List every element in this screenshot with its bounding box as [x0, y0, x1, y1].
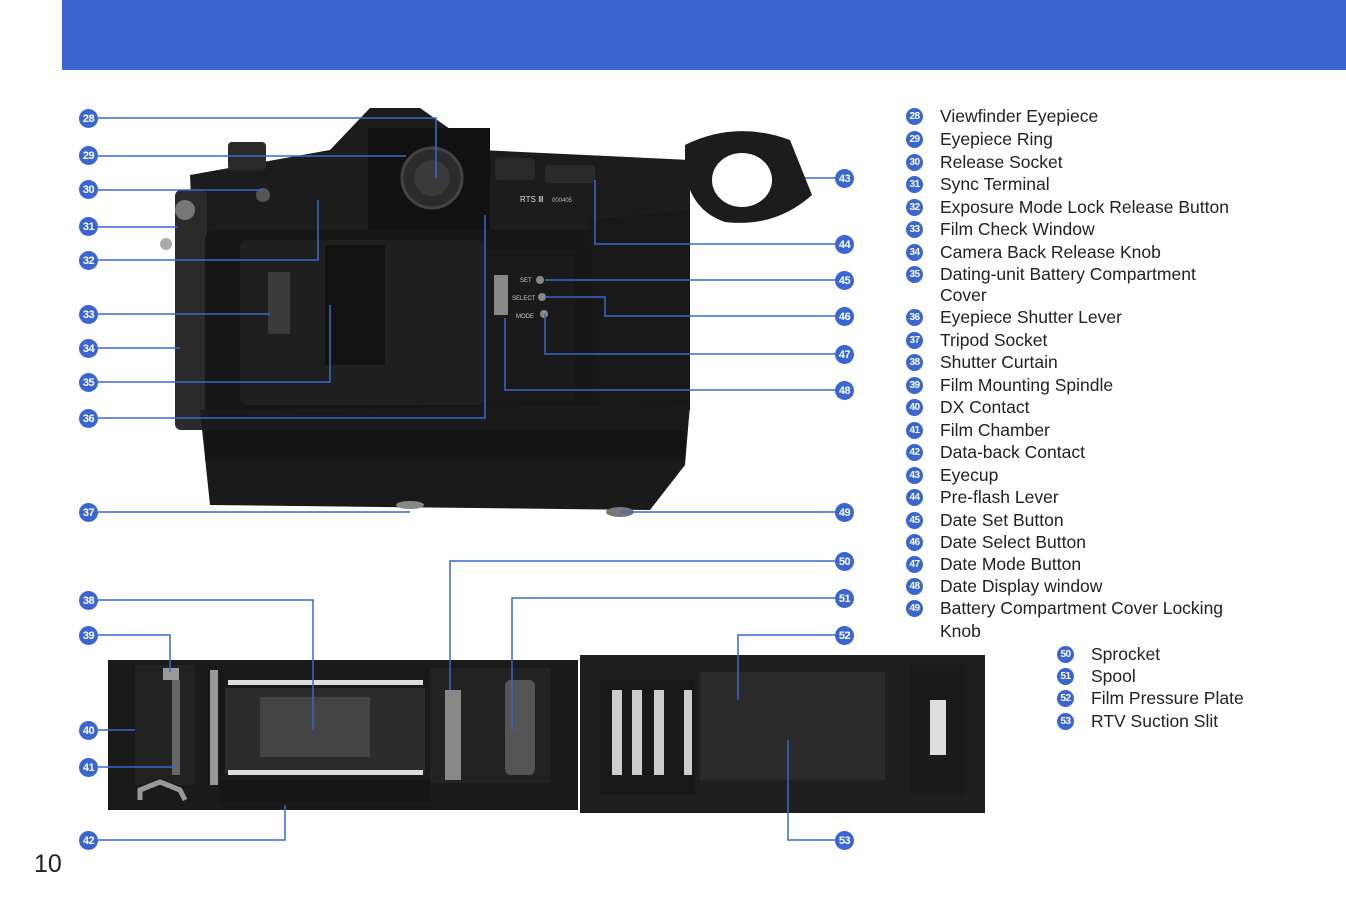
legend-number: 40 — [906, 399, 923, 416]
header-band — [62, 0, 1346, 70]
callout-45: 45 — [835, 271, 854, 290]
legend-label: Eyepiece Shutter Lever — [940, 307, 1122, 327]
legend-label: Viewfinder Eyepiece — [940, 106, 1099, 126]
legend-number: 32 — [906, 199, 923, 216]
callout-46: 46 — [835, 307, 854, 326]
callout-50: 50 — [835, 552, 854, 571]
legend-number: 38 — [906, 354, 923, 371]
legend-label: Dating-unit Battery Compartment — [940, 264, 1196, 284]
legend-label: Exposure Mode Lock Release Button — [940, 197, 1229, 217]
legend-label: Release Socket — [940, 152, 1063, 172]
callout-30: 30 — [79, 180, 98, 199]
legend-label: Film Check Window — [940, 219, 1095, 239]
legend-label: Eyecup — [940, 465, 999, 485]
callout-31: 31 — [79, 217, 98, 236]
legend-number: 35 — [906, 266, 923, 283]
callout-38: 38 — [79, 591, 98, 610]
back-label-set: SET — [520, 278, 532, 284]
callout-47: 47 — [835, 345, 854, 364]
legend-number: 39 — [906, 377, 923, 394]
legend-number: 31 — [906, 176, 923, 193]
legend-label: Data-back Contact — [940, 442, 1085, 462]
legend-number: 41 — [906, 422, 923, 439]
legend-number: 50 — [1057, 646, 1074, 663]
callout-44: 44 — [835, 235, 854, 254]
callout-43: 43 — [835, 169, 854, 188]
legend-number: 45 — [906, 512, 923, 529]
callout-52: 52 — [835, 626, 854, 645]
legend-label: Sync Terminal — [940, 174, 1050, 194]
legend-label: Eyepiece Ring — [940, 129, 1053, 149]
legend-number: 51 — [1057, 668, 1074, 685]
legend-number: 43 — [906, 467, 923, 484]
legend-number: 48 — [906, 578, 923, 595]
callout-35: 35 — [79, 373, 98, 392]
legend-label: Film Mounting Spindle — [940, 375, 1114, 395]
legend-label: Spool — [1091, 666, 1136, 686]
callout-33: 33 — [79, 305, 98, 324]
legend-label: RTV Suction Slit — [1091, 711, 1219, 731]
legend-number: 33 — [906, 221, 923, 238]
legend-number: 42 — [906, 444, 923, 461]
callout-36: 36 — [79, 409, 98, 428]
legend-label: Date Mode Button — [940, 554, 1082, 574]
callout-42: 42 — [79, 831, 98, 850]
legend-number: 53 — [1057, 713, 1074, 730]
legend-number: 29 — [906, 131, 923, 148]
legend-number: 34 — [906, 244, 923, 261]
callout-41: 41 — [79, 758, 98, 777]
legend-number: 37 — [906, 332, 923, 349]
callout-28: 28 — [79, 109, 98, 128]
page-number: 10 — [34, 850, 62, 878]
callout-51: 51 — [835, 589, 854, 608]
legend-number: 44 — [906, 489, 923, 506]
callout-37: 37 — [79, 503, 98, 522]
legend-label: Tripod Socket — [940, 330, 1048, 350]
legend-number: 52 — [1057, 690, 1074, 707]
camera-model-print: RTS Ⅲ — [520, 195, 544, 204]
legend-number: 28 — [906, 108, 923, 125]
legend-number: 49 — [906, 600, 923, 617]
back-label-select: SELECT — [512, 296, 536, 302]
callout-39: 39 — [79, 626, 98, 645]
legend-label: DX Contact — [940, 397, 1030, 417]
legend-label: Sprocket — [1091, 644, 1161, 664]
callout-29: 29 — [79, 146, 98, 165]
callout-34: 34 — [79, 339, 98, 358]
callout-49: 49 — [835, 503, 854, 522]
legend-label: Film Chamber — [940, 420, 1050, 440]
callout-48: 48 — [835, 381, 854, 400]
legend-label: Shutter Curtain — [940, 352, 1058, 372]
legend-label: Cover — [940, 285, 987, 305]
legend-label: Battery Compartment Cover Locking — [940, 598, 1224, 618]
legend-label: Date Display window — [940, 576, 1103, 596]
legend-label: Date Set Button — [940, 510, 1064, 530]
legend-label: Pre-flash Lever — [940, 487, 1059, 507]
callout-53: 53 — [835, 831, 854, 850]
legend-label: Film Pressure Plate — [1091, 688, 1244, 708]
callout-40: 40 — [79, 721, 98, 740]
legend-label: Knob — [940, 621, 981, 641]
callout-32: 32 — [79, 251, 98, 270]
legend-number: 46 — [906, 534, 923, 551]
back-label-mode: MODE — [516, 314, 534, 320]
legend-label: Date Select Button — [940, 532, 1086, 552]
legend-number: 47 — [906, 556, 923, 573]
legend-label: Camera Back Release Knob — [940, 242, 1161, 262]
legend-number: 30 — [906, 154, 923, 171]
legend-number: 36 — [906, 309, 923, 326]
camera-serial-print: 000405 — [552, 198, 573, 204]
